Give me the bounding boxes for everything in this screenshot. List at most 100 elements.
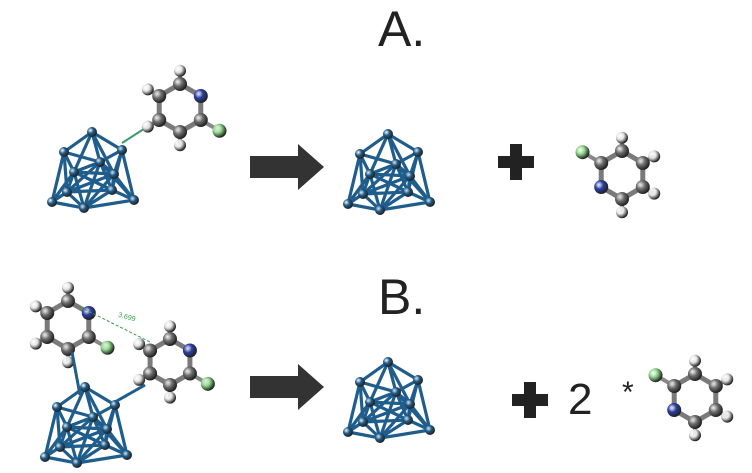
hydrogen-atom	[174, 64, 186, 77]
adsorbed-pyridine-b2	[133, 320, 215, 404]
hydrogen-atom	[141, 83, 154, 96]
panel-a-label: A.	[378, 1, 426, 57]
hydrogen-atom	[62, 356, 74, 369]
metal-bond	[346, 400, 372, 434]
free-pyridine-a	[575, 131, 661, 219]
metal-atom	[405, 399, 415, 409]
metal-bond	[378, 162, 398, 212]
nitrogen-atom	[182, 343, 197, 358]
metal-bond	[82, 198, 136, 210]
metal-atom	[59, 147, 69, 157]
metal-bond	[55, 405, 62, 449]
metal-bond	[62, 150, 69, 194]
carbon-atom	[163, 378, 177, 392]
metal-bond	[346, 202, 382, 212]
chlorine-atom	[575, 145, 590, 160]
chlorine-atom	[648, 368, 663, 383]
plus-sign-b	[512, 382, 548, 418]
hydrogen-atom	[29, 337, 42, 350]
metal-bond	[346, 430, 382, 440]
metal-atom	[87, 127, 97, 137]
carbon-atom	[40, 330, 55, 344]
metal-atom	[107, 185, 117, 195]
metal-atom	[69, 167, 79, 177]
nitrogen-atom	[81, 306, 96, 320]
panel-b-label: B.	[378, 269, 426, 325]
metal-atom	[110, 400, 120, 410]
metal-bond	[368, 132, 390, 176]
metal-atom	[383, 357, 393, 367]
metal-bond	[120, 148, 136, 202]
metal-atom	[358, 189, 368, 199]
chlorine-atom	[212, 123, 227, 138]
metal-atom	[405, 171, 415, 181]
carbon-atom	[594, 156, 609, 170]
metal-bond	[43, 405, 59, 459]
carbon-atom	[193, 113, 208, 127]
plus-sign-a	[498, 144, 534, 180]
hydrogen-atom	[616, 131, 628, 144]
metal-bond	[82, 160, 102, 210]
stoichiometry-coefficient: 2	[568, 375, 593, 424]
metal-atom	[62, 187, 72, 197]
metal-bond	[58, 443, 107, 449]
metal-atom	[72, 458, 82, 468]
product-cluster-b	[343, 357, 435, 443]
metal-bond	[112, 172, 136, 202]
carbon-atom	[667, 379, 682, 393]
metal-bond	[378, 390, 398, 440]
metal-bond	[368, 400, 412, 406]
metal-atom	[52, 402, 62, 412]
metal-atom	[391, 387, 401, 397]
carbon-atom	[40, 306, 55, 320]
metal-bond	[72, 170, 116, 176]
metal-bond	[62, 150, 102, 164]
metal-bond	[65, 385, 87, 429]
reactant-cluster-a	[47, 127, 139, 213]
metal-bond	[83, 385, 109, 431]
hydrogen-atom	[164, 391, 176, 404]
metal-bond	[65, 172, 116, 194]
nitrogen-atom	[193, 89, 208, 103]
metal-bond	[358, 380, 365, 424]
metal-bond	[50, 150, 66, 204]
chlorine-atom	[100, 340, 115, 355]
metal-bond	[75, 453, 129, 465]
metal-atom	[80, 382, 90, 392]
reaction-arrow-a	[250, 144, 324, 190]
carbon-atom	[173, 125, 187, 139]
metal-bond	[83, 385, 117, 407]
carbon-atom	[143, 366, 158, 381]
carbon-atom	[688, 367, 702, 381]
distance-line	[79, 306, 151, 343]
hydrogen-atom	[133, 338, 146, 351]
metal-atom	[40, 452, 50, 462]
metal-atom	[375, 433, 385, 443]
nitrogen-atom	[594, 180, 609, 194]
metal-atom	[117, 145, 127, 155]
adsorbed-pyridine-a	[141, 64, 227, 152]
hydrogen-atom	[174, 139, 186, 152]
metal-atom	[102, 424, 112, 434]
metal-atom	[358, 417, 368, 427]
hydrogen-atom	[29, 300, 42, 313]
metal-atom	[88, 412, 98, 422]
metal-atom	[100, 440, 110, 450]
metal-bond	[386, 132, 420, 154]
metal-bond	[65, 425, 109, 431]
metal-bond	[62, 130, 94, 154]
metal-bond	[105, 427, 129, 457]
reaction-arrow-b	[250, 364, 324, 410]
metal-atom	[95, 157, 105, 167]
hydrogen-atom	[164, 320, 176, 333]
metal-bond	[43, 455, 79, 465]
metal-atom	[355, 149, 365, 159]
carbon-atom	[635, 156, 650, 170]
multiply-symbol: *	[622, 376, 634, 409]
hydrogen-atom	[648, 187, 661, 200]
metal-atom	[129, 195, 139, 205]
metal-bond	[58, 427, 109, 449]
metal-atom	[375, 205, 385, 215]
hydrogen-atom	[689, 429, 701, 442]
